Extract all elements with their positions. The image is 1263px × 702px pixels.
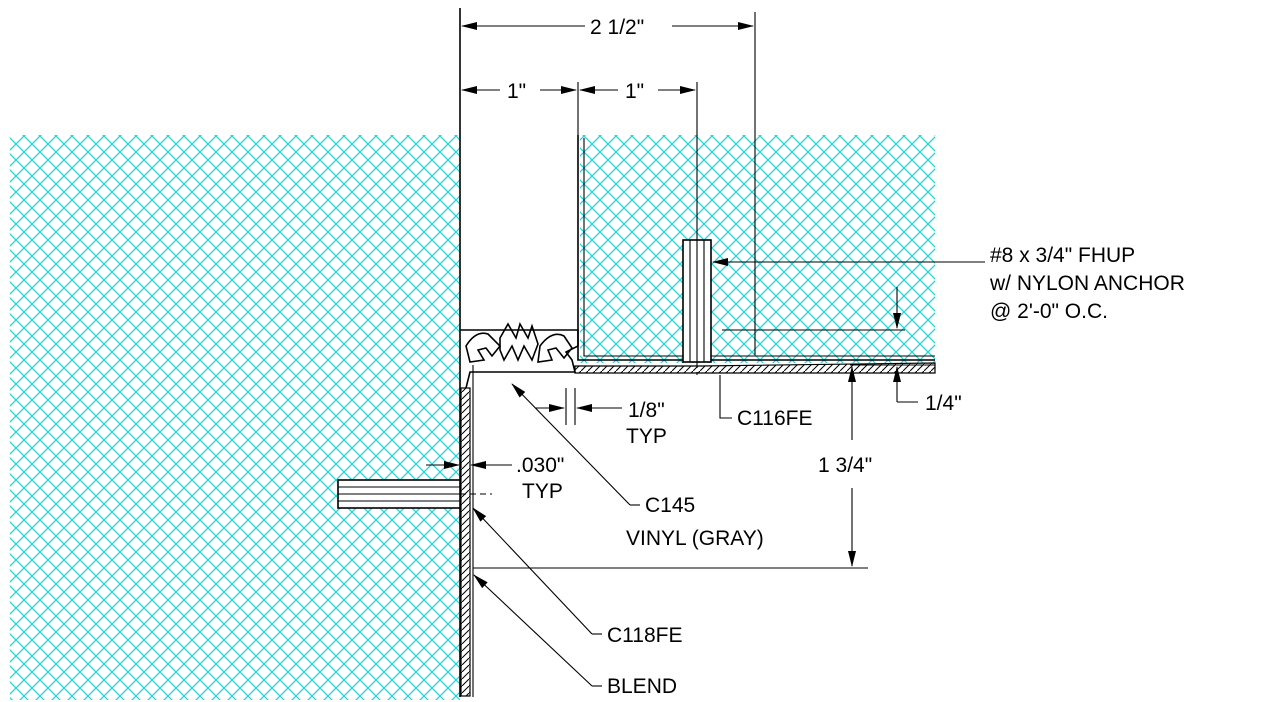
wall-substrate-hatch [10,135,460,700]
tread-outline-inner [583,138,935,357]
wall-screw-threads [338,486,460,502]
blend-leader [473,574,593,687]
fastener-callout-line2: w/ NYLON ANCHOR [989,272,1185,295]
tread-substrate-hatch [580,135,935,363]
dim-lip: 1/4" [925,392,962,415]
dim-right-inch: 1" [625,80,644,103]
tread-screw-threads [689,240,705,362]
vinyl-leader [511,383,631,506]
dim-height: 1 3/4" [818,454,872,477]
fastener-callout-line3: @ 2'-0" O.C. [990,300,1108,323]
vinyl-desc-label: VINYL (GRAY) [626,527,764,550]
tread-outline [577,135,935,361]
left-grip-tooth [465,332,502,363]
dim-left-inch: 1" [507,80,526,103]
dim-thickness: .030" [516,454,564,477]
insert-leader [719,375,732,419]
fastener-callout-line1: #8 x 3/4" FHUP [990,244,1135,267]
right-grip-tooth [537,333,573,363]
nosing-extrusion-profile [460,329,579,389]
base-leg-section [460,387,471,697]
base-part-label: C118FE [607,624,682,647]
dim-gap: 1/8" [628,399,665,422]
base-leader [472,507,593,635]
insert-strip-section [574,362,936,374]
dim-gap-typ: TYP [626,425,667,448]
dim-overall-width: 2 1/2" [590,16,644,39]
dim-thickness-typ: TYP [522,480,563,503]
center-grip-teeth [499,321,539,363]
vinyl-part-label: C145 [645,494,695,517]
blend-label: BLEND [607,675,677,698]
insert-part-label: C116FE [737,407,812,430]
